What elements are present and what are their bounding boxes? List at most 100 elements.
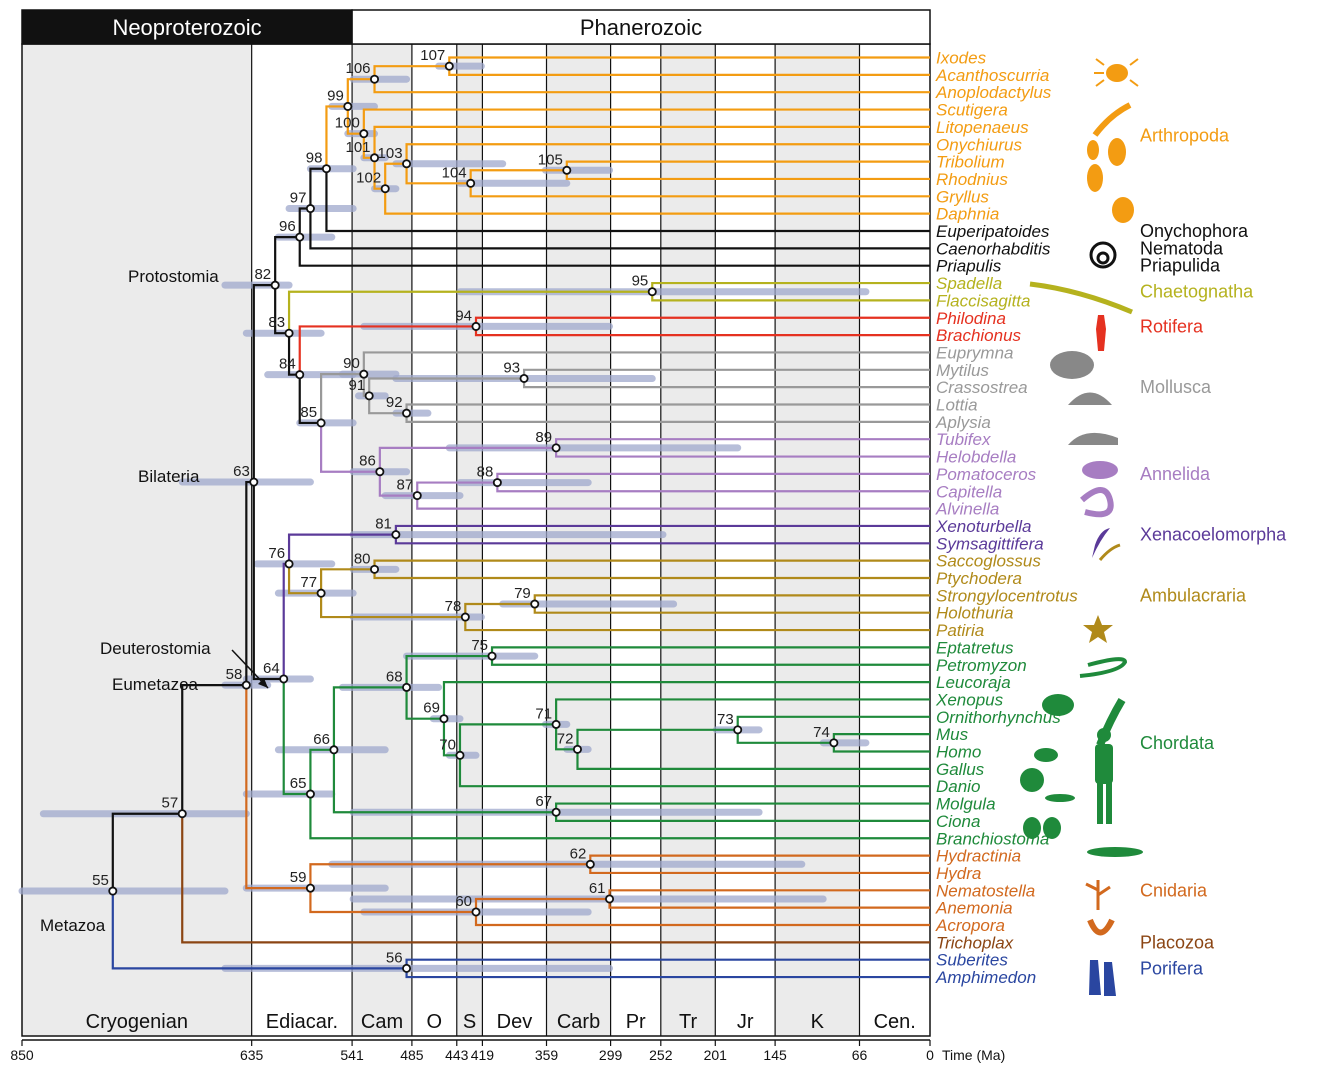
taxon-label: Pomatoceros: [936, 465, 1037, 484]
node-number: 61: [589, 880, 606, 897]
phylum-label: Onychophora: [1140, 221, 1249, 241]
node-number: 74: [813, 724, 830, 741]
branch: [309, 888, 476, 914]
node-number: 71: [535, 705, 552, 722]
phylum-label: Ambulacraria: [1140, 585, 1247, 605]
taxon-label: Gallus: [936, 760, 985, 779]
clade-label-metazoa: Metazoa: [40, 916, 106, 935]
node-marker: [530, 599, 540, 609]
taxon-labels: IxodesAcanthoscurriaAnoplodactylusScutig…: [935, 49, 1078, 988]
clade-labels: Protostomia Bilateria Deuterostomia Eume…: [40, 267, 269, 935]
node-marker: [585, 859, 595, 869]
taxon-label: Suberites: [936, 951, 1008, 970]
node-number: 78: [445, 598, 462, 615]
node-number: 107: [420, 47, 445, 64]
branch: [111, 812, 183, 892]
period-label: S: [463, 1011, 476, 1033]
node-marker: [551, 807, 561, 817]
node-number: 106: [345, 60, 370, 77]
branch: [576, 728, 738, 750]
node-marker: [279, 674, 289, 684]
taxon-label: Capitella: [936, 482, 1002, 501]
node-marker: [402, 682, 412, 692]
node-number: 100: [335, 115, 360, 132]
arrow-worm-silhouette-icon: [1029, 281, 1133, 315]
node-number: 59: [290, 869, 307, 886]
node-marker: [177, 809, 187, 819]
branch: [458, 723, 557, 756]
taxon-label: Aplysia: [935, 413, 991, 432]
period-label: Pr: [626, 1011, 646, 1033]
taxon-label: Ciona: [936, 812, 980, 831]
phylum-label: Xenacoelomorpha: [1140, 525, 1287, 545]
taxon-label: Spadella: [936, 274, 1002, 293]
lamprey-silhouette-icon: [1079, 657, 1128, 678]
period-label: Ediacar.: [266, 1011, 338, 1033]
node-marker: [551, 443, 561, 453]
era-label: Phanerozoic: [580, 15, 702, 40]
node-number: 88: [477, 464, 494, 481]
axis-tick-label: 201: [704, 1047, 728, 1063]
hydroid-silhouette-icon: [1085, 880, 1111, 910]
centipede-silhouette-icon: [1092, 102, 1132, 137]
node-number: 104: [442, 164, 467, 181]
starfish-silhouette-icon: [1083, 615, 1113, 643]
node-number: 92: [386, 394, 403, 411]
node-marker: [108, 886, 118, 896]
taxon-label: Litopenaeus: [936, 118, 1029, 137]
phylum-label: Rotifera: [1140, 316, 1204, 336]
phylum-label: Chaetognatha: [1140, 282, 1254, 302]
branch: [555, 724, 578, 751]
node-marker: [364, 391, 374, 401]
node-marker: [402, 159, 412, 169]
era-bar: [21, 9, 353, 45]
lancelet-silhouette-icon: [1087, 847, 1143, 857]
tick-silhouette-icon: [1094, 58, 1139, 87]
bug-silhouette-icon: [1087, 164, 1103, 192]
node-number: 93: [503, 359, 520, 376]
taxon-label: Flaccisagitta: [936, 291, 1030, 310]
node-marker: [487, 651, 497, 661]
period-band: [715, 44, 776, 1036]
node-marker: [562, 165, 572, 175]
beetle-silhouette-icon: [1108, 138, 1126, 166]
node-marker: [295, 370, 305, 380]
node-marker: [295, 232, 305, 242]
taxon-label: Holothuria: [936, 604, 1014, 623]
taxon-label: Lottia: [936, 396, 978, 415]
period-label: Cen.: [874, 1011, 916, 1033]
taxon-label: Caenorhabditis: [936, 239, 1051, 258]
node-marker: [321, 164, 331, 174]
axis-tick-label: 299: [599, 1047, 623, 1063]
node-marker: [572, 744, 582, 754]
anemone-silhouette-icon: [1087, 918, 1115, 936]
branch: [384, 162, 407, 189]
node-marker: [402, 963, 412, 973]
branch: [378, 446, 557, 472]
node-number: 105: [538, 151, 563, 168]
node-marker: [241, 680, 251, 690]
taxon-label: Danio: [936, 777, 980, 796]
node-number: 97: [290, 190, 307, 207]
taxon-label: Daphnia: [936, 205, 999, 224]
node-marker: [444, 61, 454, 71]
node-marker: [370, 153, 380, 163]
sponge-silhouette-icon: [1089, 960, 1116, 996]
branch: [287, 563, 322, 595]
phylum-label: Nematoda: [1140, 238, 1224, 258]
taxon-label: Onychiurus: [936, 135, 1022, 154]
node-number: 103: [378, 145, 403, 162]
axis-tick-label: 0: [926, 1047, 934, 1063]
node-number: 91: [348, 377, 365, 394]
node-marker: [284, 328, 294, 338]
phylum-label: Porifera: [1140, 958, 1204, 978]
taxon-label: Priapulis: [936, 257, 1002, 276]
branch: [274, 236, 300, 286]
branch: [320, 568, 375, 594]
human-silhouette-icon: [1095, 728, 1113, 824]
node-number: 76: [268, 545, 285, 562]
branch: [309, 748, 334, 795]
node-number: 70: [439, 736, 456, 753]
sea-squirt-silhouette-icon: [1023, 817, 1061, 839]
